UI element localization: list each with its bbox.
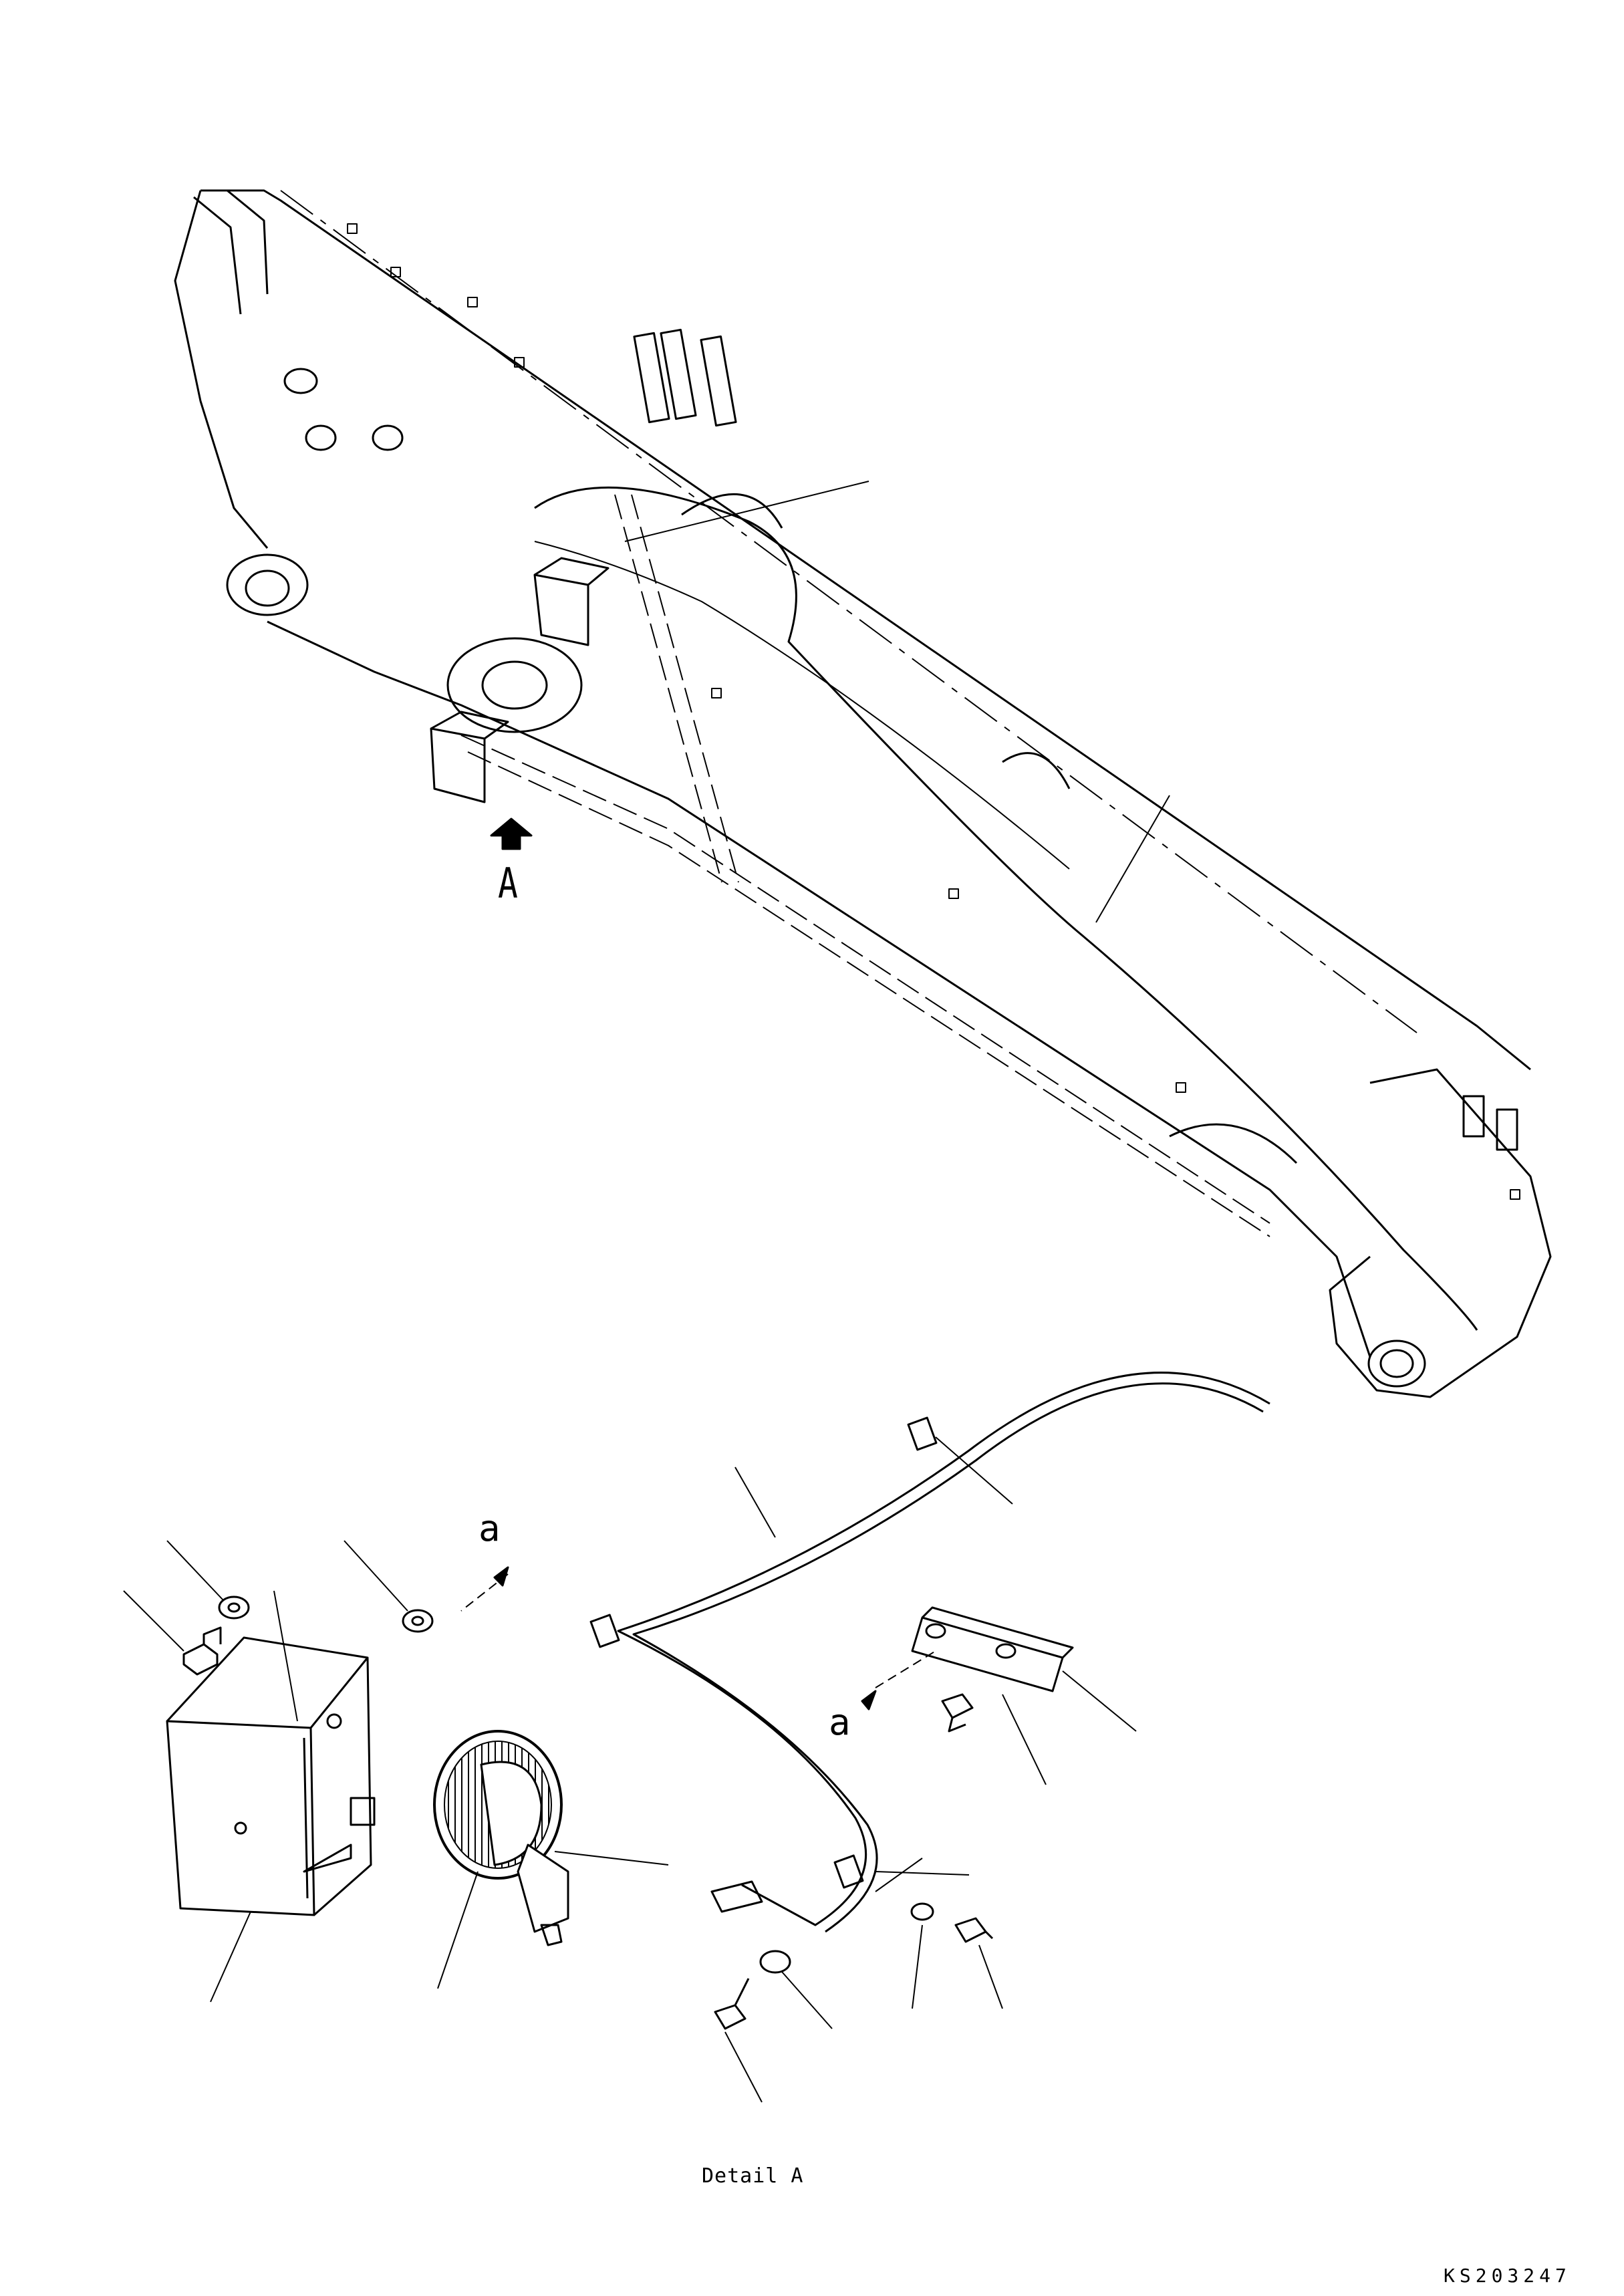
boom-assembly (174, 189, 1552, 1398)
work-lamp (433, 1730, 569, 1946)
lamp-guard (166, 1636, 376, 1916)
washer-3 (910, 1902, 934, 1921)
detail-caption: Detail A (702, 2164, 804, 2188)
detail-a (123, 1372, 1270, 2103)
connector-label-a-2: a (829, 1701, 851, 1743)
drawing-code: KS203247 (1444, 2265, 1571, 2287)
connector-label-a-1: a (479, 1507, 501, 1549)
washer-1 (218, 1596, 250, 1620)
bolt-1 (182, 1626, 222, 1676)
bolt-3 (954, 1917, 994, 1943)
mounting-bar (911, 1606, 1074, 1692)
wiring-harness (589, 1372, 1270, 1933)
bolt-4 (714, 1978, 750, 2030)
bolt-2 (941, 1693, 974, 1733)
washer-2 (402, 1609, 434, 1633)
view-arrow-label: A (498, 859, 518, 908)
